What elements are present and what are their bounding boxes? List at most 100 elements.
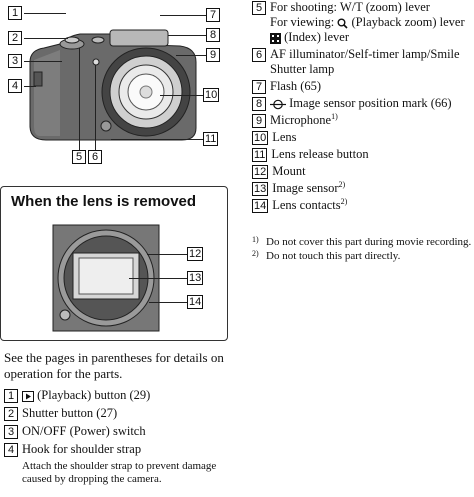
lens-removed-title: When the lens is removed: [11, 193, 197, 210]
leader-8: [168, 35, 206, 36]
callout-13: 13: [187, 271, 204, 285]
leader-9: [176, 55, 206, 56]
legend-sup-14: 2): [340, 197, 348, 206]
legend-item-8: 8 Image sensor position mark (66): [252, 96, 474, 111]
callout-3: 3: [8, 54, 22, 68]
list-num-1: 1: [4, 389, 18, 403]
list-text-2: Shutter button (27): [22, 406, 118, 420]
footnote-1-mark: 1): [252, 235, 259, 244]
list-item-2: 2 Shutter button (27): [4, 406, 232, 421]
legend-item-9: 9 Microphone1): [252, 113, 474, 128]
legend-item-5: 5 For shooting: W/T (zoom) lever For vie…: [252, 0, 474, 45]
sensor-mark-icon: [270, 99, 286, 109]
camera-front-figure: 1 2 3 4 5 6 7 8 9 10 11: [0, 0, 228, 172]
list-desc-4: Attach the shoulder strap to prevent dam…: [22, 460, 217, 485]
legend-num-10: 10: [252, 131, 269, 145]
footnote-2-text: Do not touch this part directly.: [266, 250, 401, 262]
leader-14: [149, 302, 187, 303]
legend-num-6: 6: [252, 48, 266, 62]
intro-text: See the pages in parentheses for details…: [4, 350, 224, 381]
legend-text-14: Lens contacts: [272, 198, 341, 212]
list-item-1: 1 (Playback) button (29): [4, 388, 232, 403]
leader-12: [147, 254, 187, 255]
footnote-2-mark: 2): [252, 249, 259, 258]
list-item-3: 3 ON/OFF (Power) switch: [4, 424, 232, 439]
leader-11: [111, 139, 203, 140]
callout-2: 2: [8, 31, 22, 45]
leader-13: [129, 278, 187, 279]
legend-num-14: 14: [252, 199, 269, 213]
legend-text-13: Image sensor: [272, 181, 339, 195]
mount-illustration: [52, 224, 160, 332]
legend-num-9: 9: [252, 114, 266, 128]
legend-text-9-wrap: Microphone1): [270, 113, 474, 128]
legend-item-11: 11 Lens release button: [252, 147, 474, 162]
callout-1: 1: [8, 6, 22, 20]
legend-item-12: 12 Mount: [252, 164, 474, 179]
legend-sup-9: 1): [331, 112, 338, 121]
leader-5: [79, 48, 80, 150]
legend-text-8-wrap: Image sensor position mark (66): [270, 96, 474, 111]
legend-text-13-wrap: Image sensor2): [272, 181, 474, 196]
index-grid-icon: [270, 32, 281, 44]
leader-3: [24, 61, 62, 62]
callout-9: 9: [206, 48, 220, 62]
legend-num-11: 11: [252, 148, 268, 162]
parts-list-left: 1 (Playback) button (29) 2 Shutter butto…: [4, 388, 232, 486]
list-text-1: (Playback) button (29): [37, 388, 151, 402]
legend-text-14-wrap: Lens contacts2): [272, 198, 474, 213]
footnote-1: 1) Do not cover this part during movie r…: [252, 235, 474, 249]
leader-10: [160, 95, 203, 96]
callout-12: 12: [187, 247, 204, 261]
list-num-4: 4: [4, 443, 18, 457]
callout-8: 8: [206, 28, 220, 42]
legend-text-12: Mount: [272, 164, 306, 178]
leader-2: [24, 38, 68, 39]
leader-7: [160, 15, 206, 16]
callout-7: 7: [206, 8, 220, 22]
list-num-3: 3: [4, 425, 18, 439]
legend-text-9: Microphone: [270, 113, 332, 127]
legend-5-line3-text: (Index) lever: [284, 30, 350, 44]
footnote-2: 2) Do not touch this part directly.: [252, 249, 474, 263]
callout-11: 11: [203, 132, 219, 146]
magnifier-icon: [337, 18, 348, 29]
legend-text-10: Lens: [272, 130, 297, 144]
callout-4: 4: [8, 79, 22, 93]
legend-num-8: 8: [252, 97, 266, 111]
legend-num-7: 7: [252, 80, 266, 94]
list-num-2: 2: [4, 407, 18, 421]
legend-item-13: 13 Image sensor2): [252, 181, 474, 196]
legend-5-line2a: For viewing:: [270, 15, 335, 29]
camera-illustration: [29, 29, 197, 141]
legend-text-7: Flash (65): [270, 79, 322, 93]
list-item-4: 4 Hook for shoulder strap: [4, 442, 232, 457]
footnote-1-text: Do not cover this part during movie reco…: [266, 236, 472, 248]
parts-legend: 5 For shooting: W/T (zoom) lever For vie…: [252, 0, 474, 215]
legend-5-line2b: (Playback zoom) lever: [351, 15, 465, 29]
playback-icon: [22, 390, 34, 402]
callout-10: 10: [203, 88, 220, 102]
lens-removed-figure: When the lens is removed 12 13 14: [0, 186, 228, 341]
legend-5-line2: For viewing: (Playback zoom) lever: [270, 15, 474, 30]
legend-item-14: 14 Lens contacts2): [252, 198, 474, 213]
legend-text-11: Lens release button: [271, 147, 369, 161]
list-text-3: ON/OFF (Power) switch: [22, 424, 146, 438]
legend-num-5: 5: [252, 1, 266, 15]
legend-num-13: 13: [252, 182, 269, 196]
legend-5-line1: For shooting: W/T (zoom) lever: [270, 0, 430, 14]
footnotes: 1) Do not cover this part during movie r…: [252, 235, 474, 263]
callout-5: 5: [72, 150, 86, 164]
list-text-4: Hook for shoulder strap: [22, 442, 142, 456]
legend-5-line3: (Index) lever: [270, 30, 474, 45]
legend-item-6: 6 AF illuminator/Self-timer lamp/Smile S…: [252, 47, 474, 77]
legend-item-10: 10 Lens: [252, 130, 474, 145]
legend-sup-13: 2): [338, 180, 346, 189]
leader-4: [24, 86, 36, 87]
legend-num-12: 12: [252, 165, 269, 179]
callout-14: 14: [187, 295, 204, 309]
legend-item-7: 7 Flash (65): [252, 79, 474, 94]
callout-6: 6: [88, 150, 102, 164]
legend-text-6: AF illuminator/Self-timer lamp/Smile Shu…: [270, 47, 460, 76]
legend-text-8: Image sensor position mark (66): [289, 96, 452, 110]
